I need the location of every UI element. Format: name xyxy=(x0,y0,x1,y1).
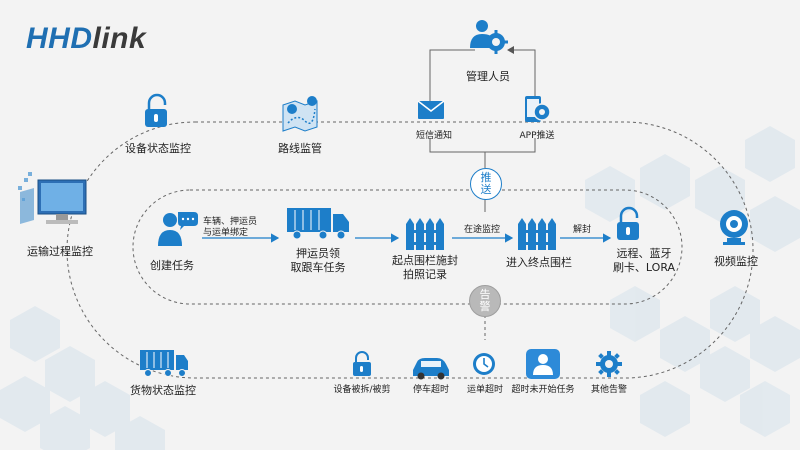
escort-task-label: 押运员领 取跟车任务 xyxy=(290,247,346,274)
map-pin-icon xyxy=(282,96,318,132)
unseal-label: 解封 xyxy=(573,225,592,235)
alert-item: 运单超时 xyxy=(466,385,504,395)
camera-icon xyxy=(720,210,748,245)
truck-icon xyxy=(287,208,349,240)
sms-label: 短信通知 xyxy=(415,131,453,141)
person-chat-icon xyxy=(158,212,198,246)
admin-label: 管理人员 xyxy=(466,70,510,83)
truck-icon xyxy=(140,350,188,377)
unlock-methods-label: 远程、蓝牙 刷卡、LORA xyxy=(612,247,676,274)
computer-monitor-icon xyxy=(18,172,87,224)
padlock-icon xyxy=(353,351,371,376)
gear-icon xyxy=(596,351,622,377)
alert-item: 停车超时 xyxy=(412,385,450,395)
person-app-icon xyxy=(526,349,560,379)
logo-hhd: HHD xyxy=(26,22,93,55)
end-fence-label: 进入终点围栏 xyxy=(506,256,572,269)
logo-link: link xyxy=(92,22,147,55)
create-task-label: 创建任务 xyxy=(150,259,194,272)
push-badge: 推 送 xyxy=(470,168,502,200)
car-icon xyxy=(413,358,449,380)
device-status-label: 设备状态监控 xyxy=(125,142,191,155)
bind-label: 车辆、押运员 与运单绑定 xyxy=(203,217,258,238)
transport-monitor-label: 运输过程监控 xyxy=(27,245,93,258)
phone-gear-icon xyxy=(525,96,551,122)
alert-item: 超时未开始任务 xyxy=(511,385,575,395)
padlock-icon xyxy=(145,93,167,127)
notify-lines xyxy=(429,46,536,212)
app-push-label: APP推送 xyxy=(519,131,555,141)
alert-item: 设备被拆/被剪 xyxy=(333,385,391,395)
alarm-badge: 告 警 xyxy=(469,285,501,317)
outer-track xyxy=(66,121,754,379)
clock-icon xyxy=(473,353,495,375)
padlock-icon xyxy=(617,206,639,240)
admin-person-gear-icon xyxy=(470,20,508,54)
start-fence-label: 起点围栏施封 拍照记录 xyxy=(392,254,458,281)
alert-item: 其他告警 xyxy=(590,385,628,395)
cargo-status-label: 货物状态监控 xyxy=(130,384,196,397)
video-label: 视频监控 xyxy=(714,255,758,268)
fence-icon xyxy=(406,218,444,250)
inner-track xyxy=(132,189,683,305)
envelope-icon xyxy=(417,100,445,119)
route-label: 路线监管 xyxy=(278,142,322,155)
fence-icon xyxy=(518,218,556,250)
decorative-hexagons xyxy=(0,126,800,450)
in-transit-label: 在途监控 xyxy=(464,225,501,235)
brand-logo: HHDlink xyxy=(26,22,146,56)
